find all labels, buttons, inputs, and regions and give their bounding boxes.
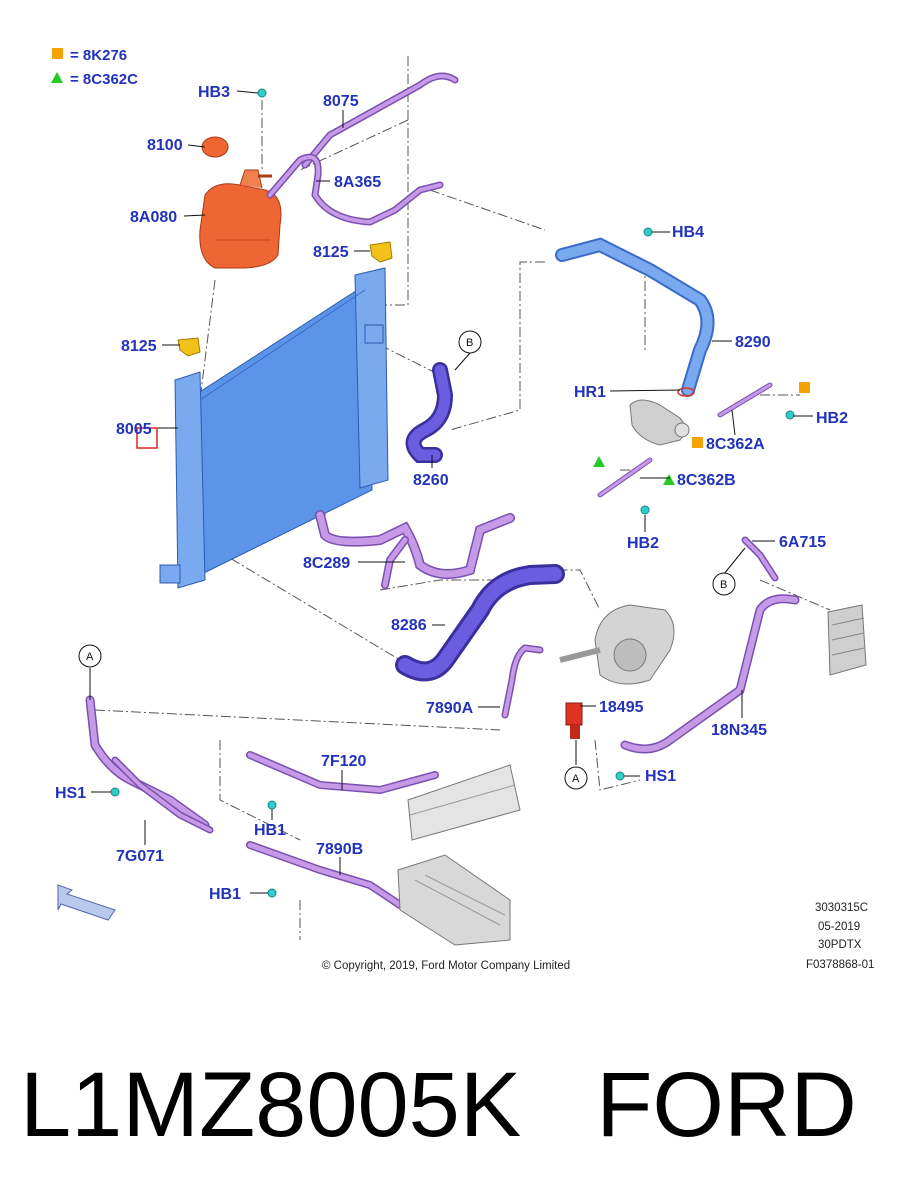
- label-18495: 18495: [599, 699, 644, 716]
- label-hs1-right: HS1: [645, 768, 676, 785]
- legend-item-8c362c: = 8C362C: [70, 71, 138, 88]
- label-18n345: 18N345: [711, 722, 767, 739]
- label-hb3: HB3: [198, 84, 230, 101]
- label-8286: 8286: [391, 617, 427, 634]
- lower-hose-8c289: [315, 510, 515, 589]
- diagram-code: 3030315C: [815, 902, 868, 914]
- upper-radiator-hose: [405, 362, 454, 463]
- connection-lines: [94, 56, 831, 940]
- hose-18n345: [620, 594, 800, 754]
- clip-hb4: [643, 227, 653, 237]
- label-8260: 8260: [413, 472, 449, 489]
- clip-hb1-upper: [267, 800, 277, 810]
- label-8125-top: 8125: [313, 244, 349, 261]
- radiator: [159, 267, 389, 589]
- part-number: L1MZ8005K: [20, 1054, 522, 1156]
- label-hb1-upper: HB1: [254, 822, 286, 839]
- clip-hb3: [257, 88, 267, 98]
- transmission-cooler-upper: [407, 764, 521, 841]
- o-ring: [677, 387, 695, 397]
- hose-clips: [110, 88, 795, 898]
- part-number-caption: L1MZ8005K FORD: [20, 1045, 900, 1165]
- label-hb2-right: HB2: [816, 410, 848, 427]
- label-8125-left: 8125: [121, 338, 157, 355]
- label-hs1-left: HS1: [55, 785, 86, 802]
- front-direction-arrow-icon: [57, 884, 116, 921]
- hose-7890a: [501, 644, 544, 719]
- sensor-triangle-icon: [593, 456, 605, 467]
- copyright-notice: © Copyright, 2019, Ford Motor Company Li…: [322, 960, 570, 972]
- callout-highlight-box: [136, 427, 158, 449]
- sensor-18495: [565, 702, 583, 739]
- hose-7f120: [246, 751, 439, 795]
- diagram-variant: 30PDTX: [818, 939, 862, 951]
- label-8c362a: 8C362A: [706, 436, 765, 453]
- bubble-a-left: [78, 644, 102, 668]
- legend-square-icon: [52, 48, 63, 59]
- diagram-date: 05-2019: [818, 921, 860, 933]
- label-7g071: 7G071: [116, 848, 164, 865]
- hose-assembly-7g071: [85, 695, 214, 834]
- lower-radiator-hose-8286: [395, 564, 565, 682]
- bubble-b-right-text: B: [720, 579, 727, 591]
- part-labels: HB3 8075 8100 8A365 8A080 8125 8125 HB4 …: [55, 84, 848, 903]
- water-pump: [559, 604, 675, 685]
- clip-hs1-right: [615, 771, 625, 781]
- leader-lines: [89, 90, 813, 894]
- legend-triangle-icon: [51, 72, 63, 83]
- connection-bubbles: A A B B: [78, 330, 736, 790]
- label-8100: 8100: [147, 137, 183, 154]
- cooling-system-diagram: = 8K276 = 8C362C: [51, 47, 874, 972]
- label-hr1: HR1: [574, 384, 606, 401]
- label-8290: 8290: [735, 334, 771, 351]
- bubble-b-top-text: B: [466, 337, 473, 349]
- hose-7890b: [246, 841, 404, 909]
- clip-hs1-left: [110, 787, 120, 797]
- label-7f120: 7F120: [321, 753, 366, 770]
- sensor-triangle-icon-2: [663, 474, 675, 485]
- label-8a080: 8A080: [130, 209, 177, 226]
- diagram-metadata: 3030315C 05-2019 30PDTX F0378868-01 © Co…: [322, 902, 874, 972]
- legend-item-8k276: = 8K276: [70, 47, 127, 64]
- figure-number: F0378868-01: [806, 959, 874, 971]
- label-6a715: 6A715: [779, 534, 826, 551]
- label-8075: 8075: [323, 93, 359, 110]
- bypass-hoses: [266, 72, 459, 226]
- coolant-tube-8290: [555, 237, 715, 397]
- clip-hb1-lower: [267, 888, 277, 898]
- thermostat-housing: [629, 399, 690, 446]
- reservoir-cap: [201, 136, 229, 158]
- mounting-bracket-top: [369, 241, 393, 263]
- brand-name: FORD: [596, 1054, 857, 1156]
- bubble-a-right-text: A: [572, 773, 580, 785]
- clip-hb2-right: [785, 410, 795, 420]
- label-8c289: 8C289: [303, 555, 350, 572]
- bubble-b-right: [712, 572, 736, 596]
- temperature-sensors: [597, 382, 773, 498]
- clip-hb2-bottom: [640, 505, 650, 515]
- connector-square-icon: [799, 382, 810, 393]
- label-7890b: 7890B: [316, 841, 363, 858]
- coolant-reservoir: [199, 169, 282, 269]
- label-8a365: 8A365: [334, 174, 381, 191]
- bubble-a-right: [564, 766, 588, 790]
- oil-cooler: [827, 604, 867, 676]
- connector-square-icon-2: [692, 437, 703, 448]
- legend: = 8K276 = 8C362C: [51, 47, 138, 88]
- bubble-a-left-text: A: [86, 651, 94, 663]
- mounting-bracket-left: [177, 337, 201, 357]
- label-8005: 8005: [116, 421, 152, 438]
- label-hb4: HB4: [672, 224, 704, 241]
- hose-6a715: [741, 536, 779, 582]
- label-7890a: 7890A: [426, 700, 474, 717]
- label-8c362b: 8C362B: [677, 472, 736, 489]
- label-hb2-bottom: HB2: [627, 535, 659, 552]
- transmission-cooler-lower: [397, 854, 511, 946]
- label-hb1-lower: HB1: [209, 886, 241, 903]
- bubble-b-top: [458, 330, 482, 354]
